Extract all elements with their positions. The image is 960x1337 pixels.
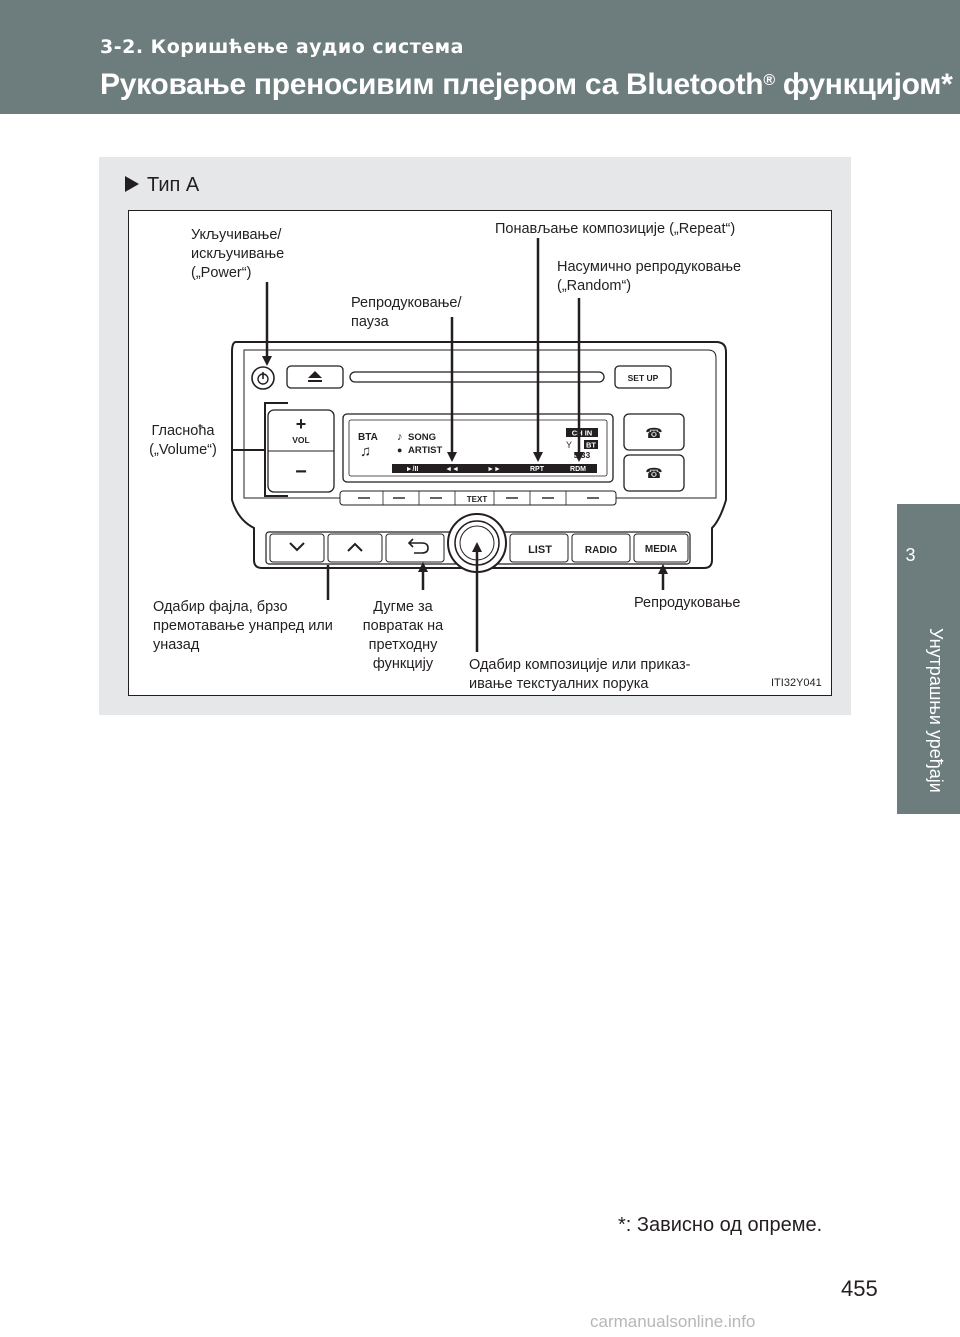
list-label: LIST bbox=[528, 544, 552, 556]
phone-hangup-button bbox=[623, 454, 685, 492]
setup-button bbox=[614, 365, 672, 389]
radio-button bbox=[571, 533, 631, 563]
chevron-up-icon bbox=[347, 542, 363, 552]
phone-hangup-icon: ☎ bbox=[645, 465, 662, 481]
antenna-icon: Y bbox=[566, 440, 572, 450]
bar-rewind: ◄◄ bbox=[445, 466, 459, 473]
callout-play-pause: Репродуковање/пауза bbox=[351, 295, 462, 330]
page-number: 455 bbox=[841, 1276, 878, 1301]
callout-track-select: Одабир композиције или приказ-ивање текс… bbox=[469, 657, 691, 692]
vol-minus: − bbox=[295, 461, 307, 483]
type-label: Тип А bbox=[125, 174, 199, 197]
disc-slot bbox=[349, 371, 605, 383]
triangle-bullet-icon bbox=[125, 176, 139, 192]
callout-media: Репродуковање bbox=[634, 595, 741, 611]
back-arrow-icon bbox=[410, 542, 429, 554]
list-button bbox=[509, 533, 569, 563]
text-button-label: TEXT bbox=[467, 495, 488, 504]
media-button bbox=[633, 533, 689, 563]
callout-random: Насумично репродуковање(„Random“) bbox=[557, 259, 742, 294]
footnote: *: Зависно од опреме. bbox=[618, 1214, 823, 1236]
display-song: SONG bbox=[408, 432, 436, 443]
vol-label: VOL bbox=[292, 435, 309, 445]
chapter-side-tab bbox=[897, 504, 960, 814]
back-button bbox=[385, 533, 445, 563]
section-label: 3-2. Коришћење аудио система bbox=[100, 36, 464, 58]
display-status: CH IN bbox=[572, 429, 592, 438]
note-icon: ♪ bbox=[397, 431, 403, 443]
display-bt: BT bbox=[586, 441, 596, 450]
chapter-label: Унутрашњи уређаји bbox=[926, 628, 946, 793]
music-note-icon: ♫ bbox=[360, 443, 371, 460]
person-icon: ● bbox=[397, 445, 402, 455]
setup-label: SET UP bbox=[628, 373, 659, 383]
display-source: BTA bbox=[358, 432, 378, 443]
callout-repeat: Понављање композиције („Repeat“) bbox=[495, 221, 736, 237]
figure-code: ITI32Y041 bbox=[771, 677, 822, 689]
page-title: Руковање преносивим плејером са Bluetoot… bbox=[100, 68, 953, 101]
radio-label: RADIO bbox=[585, 545, 617, 556]
bar-play-pause: ►/II bbox=[406, 466, 419, 473]
vol-plus: + bbox=[296, 414, 307, 434]
eject-icon bbox=[308, 371, 322, 378]
display-artist: ARTIST bbox=[408, 445, 443, 456]
phone-answer-icon: ☎ bbox=[645, 425, 662, 441]
down-button bbox=[269, 533, 325, 563]
callout-power: Укључивање/искључивање(„Power“) bbox=[191, 227, 285, 281]
up-button bbox=[327, 533, 383, 563]
chevron-down-icon bbox=[289, 542, 305, 552]
media-label: MEDIA bbox=[645, 544, 677, 555]
phone-answer-button bbox=[623, 413, 685, 451]
bar-random: RDM bbox=[570, 466, 586, 473]
watermark[interactable]: carmanualsonline.info bbox=[590, 1312, 756, 1331]
callout-volume: Гласноћа(„Volume“) bbox=[149, 423, 217, 458]
bar-repeat: RPT bbox=[530, 466, 545, 473]
chapter-header bbox=[0, 0, 960, 114]
bar-forward: ►► bbox=[487, 466, 501, 473]
chapter-number: 3 bbox=[905, 545, 916, 565]
